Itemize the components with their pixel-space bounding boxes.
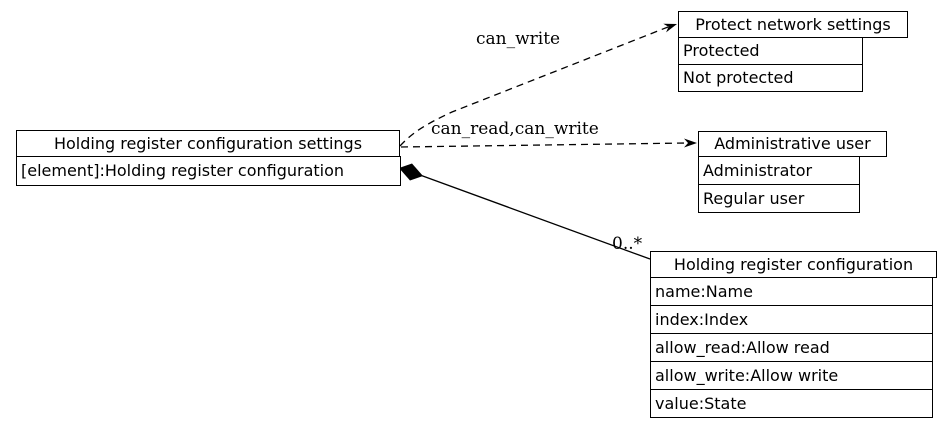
composition-diamond-icon: [399, 163, 423, 181]
class-protect-row-protected: Protected: [678, 37, 863, 65]
class-settings-title: Holding register configuration settings: [16, 130, 400, 157]
class-config-title: Holding register configuration: [650, 251, 937, 278]
class-config-attr-index: index:Index: [650, 305, 933, 334]
class-protect-title: Protect network settings: [678, 11, 908, 38]
arrowhead-can-write-icon: [663, 23, 677, 33]
edge-composition: [419, 174, 651, 260]
edge-can-write: [399, 26, 669, 147]
class-settings-attr-element: [element]:Holding register configuration: [16, 156, 401, 186]
edge-label-can-read-write: can_read,can_write: [431, 119, 599, 139]
class-config-attr-allow-read: allow_read:Allow read: [650, 333, 933, 362]
class-protect-row-not-protected: Not protected: [678, 64, 863, 92]
class-config-attr-value: value:State: [650, 389, 933, 418]
edge-label-multiplicity: 0..*: [612, 234, 643, 254]
class-config-attr-allow-write: allow_write:Allow write: [650, 361, 933, 390]
edge-label-can-write: can_write: [476, 29, 561, 49]
edge-can-read-write: [400, 142, 689, 148]
arrowhead-can-read-write-icon: [684, 138, 697, 148]
class-config-attr-name: name:Name: [650, 277, 933, 306]
class-admin-row-administrator: Administrator: [698, 156, 860, 185]
class-admin-row-regular-user: Regular user: [698, 184, 860, 213]
class-admin-title: Administrative user: [698, 131, 887, 157]
